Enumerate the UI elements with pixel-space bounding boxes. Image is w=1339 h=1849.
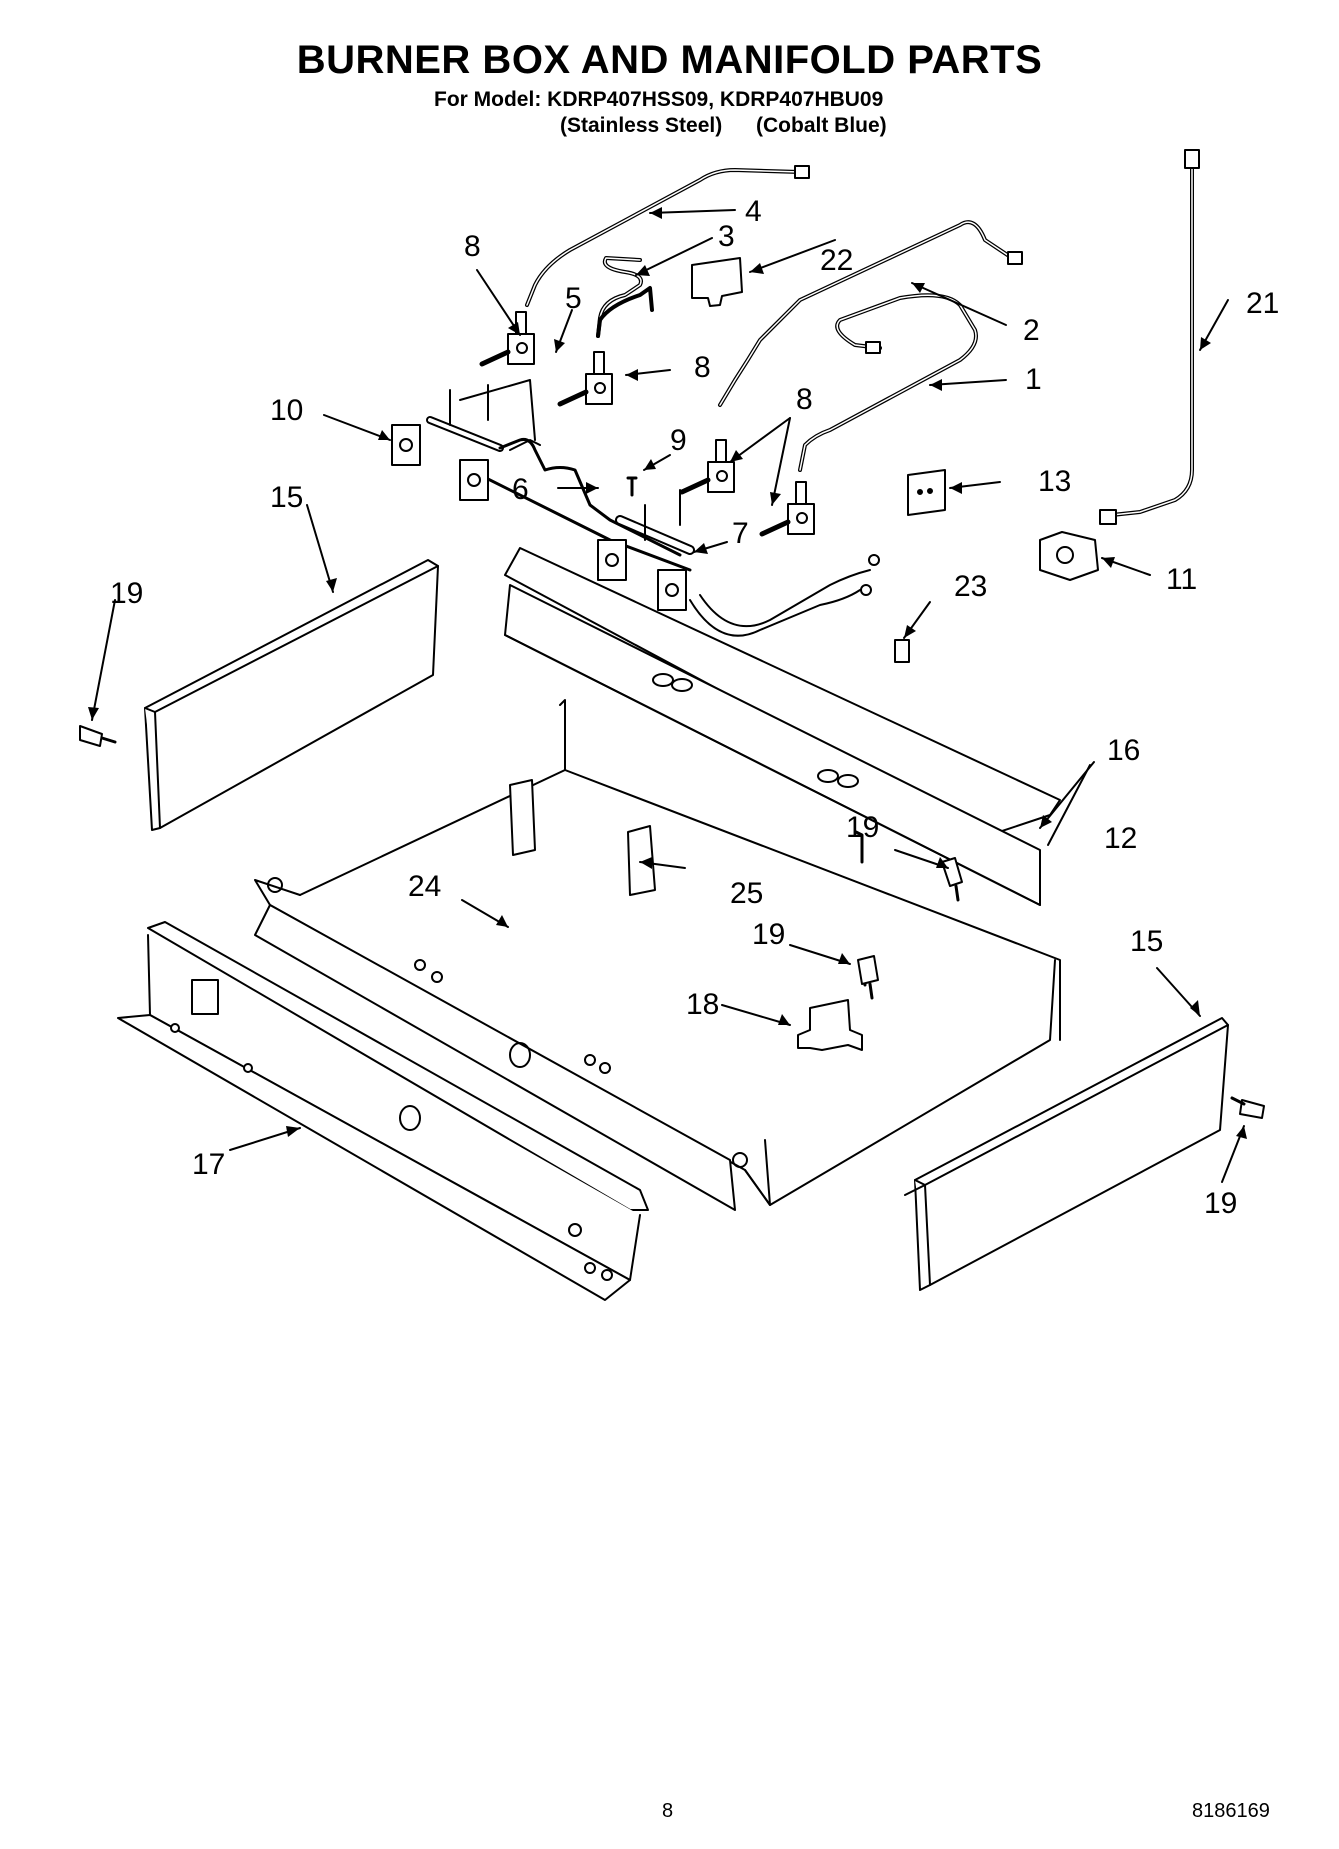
callout-4: 4 (745, 195, 762, 228)
variant-stainless: (Stainless Steel) (560, 114, 723, 137)
callout-9: 9 (670, 424, 687, 457)
callout-19-b: 19 (846, 811, 879, 844)
arrow-heads (88, 207, 1247, 1139)
callout-5: 5 (565, 282, 582, 315)
callout-10: 10 (270, 394, 303, 427)
manifold-assembly (391, 379, 880, 637)
callout-22: 22 (820, 244, 853, 277)
callout-18: 18 (686, 988, 719, 1021)
model-line: For Model: KDRP407HSS09, KDRP407HBU09 (434, 88, 884, 111)
callout-11: 11 (1166, 563, 1197, 596)
callout-12: 12 (1104, 822, 1137, 855)
page-number: 8 (662, 1800, 674, 1822)
callout-numbers: 1 2 3 4 5 6 7 8 8 8 9 10 11 12 13 15 15 … (110, 195, 1279, 1220)
callout-19-c: 19 (752, 918, 785, 951)
callout-19-d: 19 (1204, 1187, 1237, 1220)
front-rail (117, 921, 649, 1301)
screws (79, 725, 1265, 1119)
callout-2: 2 (1023, 314, 1040, 347)
page-title: BURNER BOX AND MANIFOLD PARTS (296, 38, 1043, 82)
callout-13: 13 (1038, 465, 1071, 498)
callout-19-a: 19 (110, 577, 143, 610)
burner-valves (479, 311, 815, 537)
callout-24: 24 (408, 870, 441, 903)
callout-1: 1 (1025, 363, 1042, 396)
callout-7: 7 (732, 517, 749, 550)
callout-21: 21 (1246, 287, 1279, 320)
variant-cobalt: (Cobalt Blue) (756, 114, 887, 137)
callout-25: 25 (730, 877, 763, 910)
burner-box (254, 547, 1061, 1211)
callout-3: 3 (718, 220, 735, 253)
callout-6: 6 (512, 473, 529, 506)
gas-tubes (525, 149, 1200, 525)
small-parts (691, 257, 1099, 663)
side-panels (144, 559, 1229, 1291)
callout-8-b: 8 (694, 351, 711, 384)
callout-23: 23 (954, 570, 987, 603)
callout-17: 17 (192, 1148, 225, 1181)
callout-8-c: 8 (796, 383, 813, 416)
leader-arrows (91, 209, 1245, 1183)
callout-8-a: 8 (464, 230, 481, 263)
document-number: 8186169 (1192, 1800, 1270, 1822)
callout-16: 16 (1107, 734, 1140, 767)
callout-15-b: 15 (1130, 925, 1163, 958)
callout-15-a: 15 (270, 481, 303, 514)
